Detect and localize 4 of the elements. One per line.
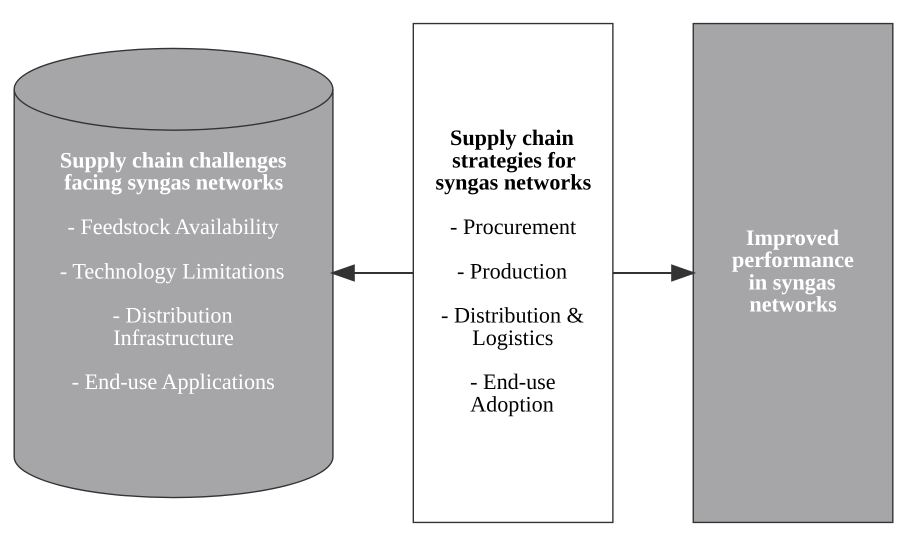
node-box: Improved performance in syngas networks — [692, 22, 894, 524]
node-box: Supply chain strategies for syngas networks - Procurement - Production - Distribution & Logistics - End-use Adoption — [412, 22, 614, 524]
arrow — [612, 264, 696, 282]
arrow — [330, 264, 414, 282]
